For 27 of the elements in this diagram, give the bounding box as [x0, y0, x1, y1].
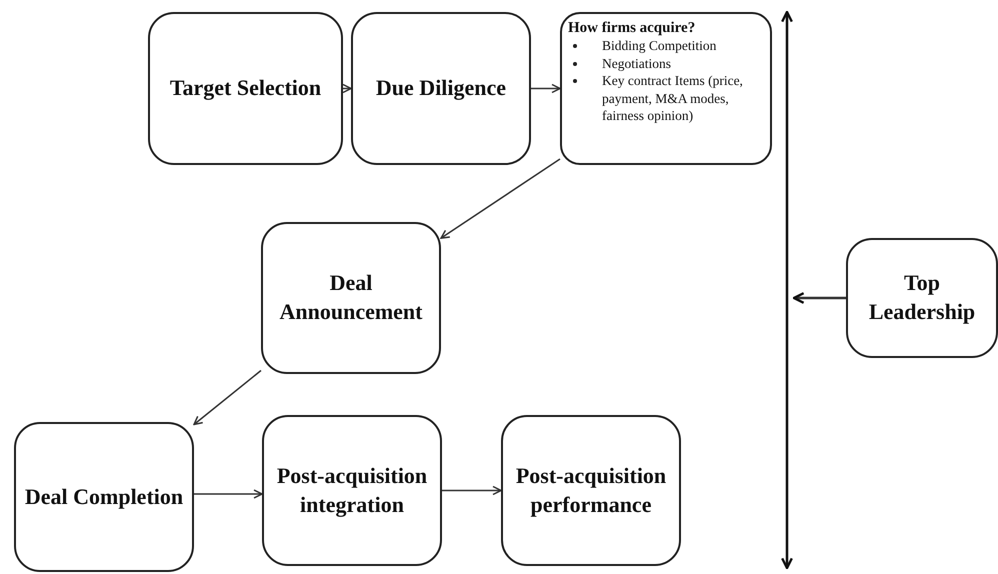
box-label: Deal Announcement [278, 269, 424, 326]
process-box [14, 422, 194, 572]
box-heading: How firms acquire? [568, 20, 696, 37]
vertical-double-arrow [780, 10, 794, 570]
arrow [442, 486, 502, 496]
box-label: Deal Completion [24, 482, 184, 511]
box-label: Post-acquisition performance [514, 462, 668, 519]
process-box [261, 222, 441, 374]
process-box [846, 238, 998, 358]
arrow [440, 158, 560, 239]
arrow [193, 370, 262, 426]
bullet-item: Negotiations [568, 54, 671, 72]
arrow [342, 84, 352, 94]
arrow [531, 84, 561, 94]
box-label: Target Selection [168, 74, 322, 102]
arrow [792, 292, 846, 304]
box-label: Post-acquisition integration [276, 462, 428, 519]
bullet-item: Key contract Items (price, payment, M&A modes, fairness opinion) [568, 72, 764, 125]
process-box [351, 12, 531, 165]
process-box [501, 415, 681, 566]
process-box [148, 12, 343, 165]
arrow [194, 489, 263, 499]
process-box [262, 415, 442, 566]
box-label: Due Diligence [374, 74, 508, 102]
process-box [560, 12, 772, 165]
box-label: Top Leadership [868, 269, 976, 326]
bullet-item: Bidding Competition [568, 37, 716, 55]
